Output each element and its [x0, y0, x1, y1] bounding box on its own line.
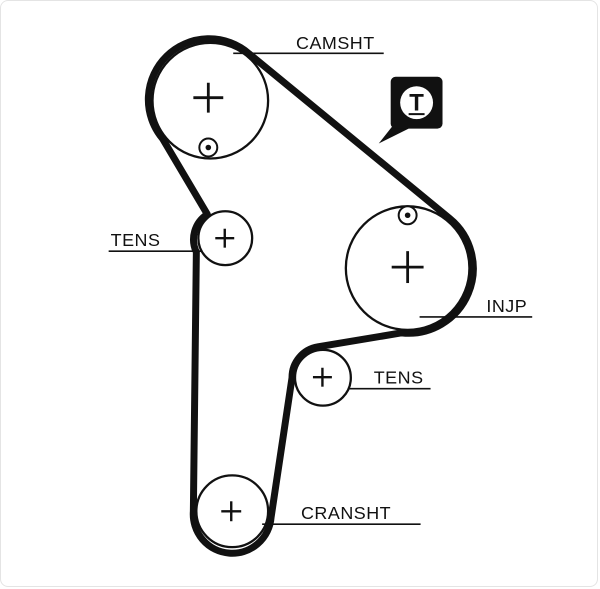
lower-tensioner-cross-mark	[312, 367, 332, 387]
camshaft-pulley-circle	[151, 41, 270, 160]
crankshaft-label-group: CRANSHT	[262, 503, 421, 526]
t-mark-badge: T	[378, 76, 443, 144]
left-tensioner-pulley	[197, 210, 254, 267]
camshaft-alignment-dot	[205, 144, 212, 151]
lower-tensioner-label-group: TENS	[348, 368, 431, 390]
camshaft-pulley	[151, 41, 270, 160]
t-mark-letter: T	[409, 90, 424, 117]
injection-pump-alignment-dot	[404, 212, 411, 219]
injection-pump-label: INJP	[486, 296, 527, 316]
camshaft-label: CAMSHT	[296, 33, 375, 53]
camshaft-cross-mark	[193, 82, 224, 113]
lower-tensioner-label: TENS	[374, 368, 424, 388]
t-mark-badge-tail	[378, 124, 409, 144]
left-tensioner-label: TENS	[111, 230, 161, 250]
left-tensioner-cross-mark	[215, 228, 235, 248]
crankshaft-cross-mark	[221, 501, 242, 522]
timing-belt	[144, 35, 477, 557]
crankshaft-pulley	[195, 474, 270, 549]
camshaft-label-group: CAMSHT	[233, 33, 384, 55]
injection-pump-pulley	[344, 205, 471, 332]
injection-pump-cross-mark	[391, 251, 424, 284]
injection-pump-label-group: INJP	[419, 296, 533, 318]
lower-tensioner-pulley	[293, 348, 352, 407]
left-tensioner-label-group: TENS	[108, 230, 203, 252]
t-mark-badge-circle	[400, 86, 434, 120]
crankshaft-label: CRANSHT	[301, 503, 391, 523]
